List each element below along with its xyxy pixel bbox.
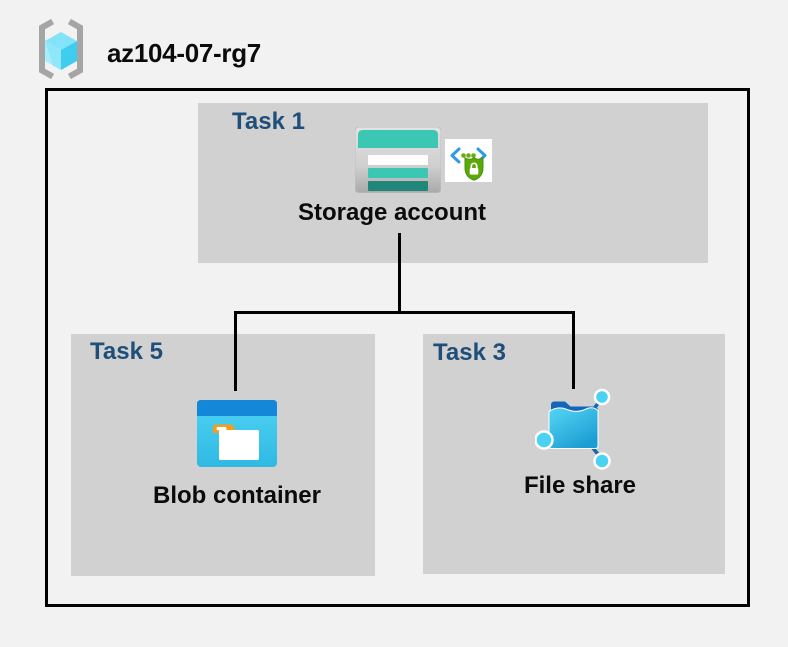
file-share-icon [535,388,611,470]
task-3-label: Task 3 [433,339,506,366]
file-share-label: File share [523,472,637,499]
task-1-label: Task 1 [232,108,305,135]
resource-group-boundary [45,88,750,607]
group-task-5: Task 5 Blob container [71,334,375,576]
storage-account-icon [355,127,441,193]
blob-container-label: Blob container [152,482,321,509]
group-task-3: Task 3 File share [423,334,725,574]
secure-endpoint-icon [445,139,492,182]
connector-storage-stem [398,233,401,313]
resource-group-title: az104-07-rg7 [107,38,261,68]
connector-to-file-share [572,311,575,389]
storage-account-label: Storage account [297,199,487,226]
task-5-label: Task 5 [90,338,163,365]
resource-group-icon [39,19,83,79]
connector-horizontal [234,311,575,314]
group-task-1: Task 1 Sto [198,103,708,263]
blob-container-icon [197,400,277,467]
connector-to-blob-container [234,311,237,391]
